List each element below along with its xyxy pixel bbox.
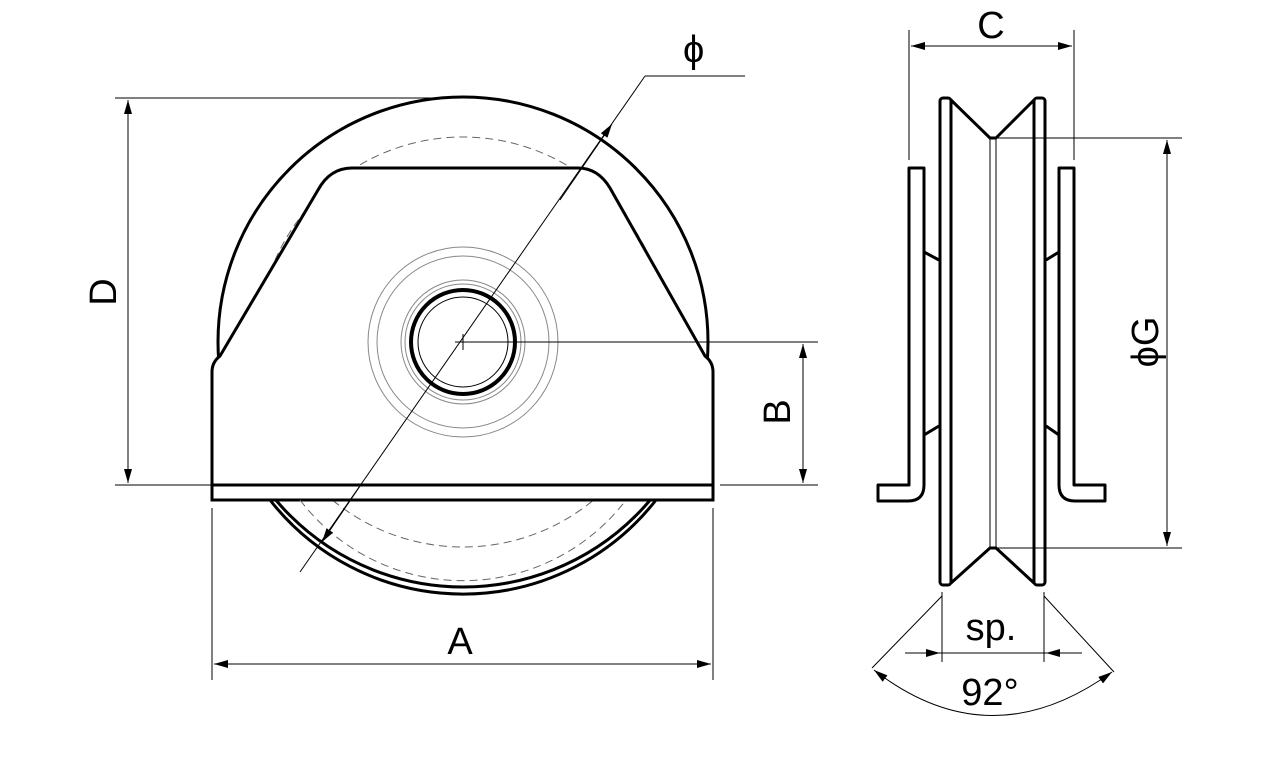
dimension-sp-label: sp. <box>966 607 1017 649</box>
left-bracket <box>876 166 926 503</box>
right-bracket <box>1057 166 1107 503</box>
diameter-label: ϕ <box>683 29 704 71</box>
dimension-G-label: ϕG <box>1125 317 1167 368</box>
dimension-A-label: A <box>447 621 473 663</box>
bracket-plate <box>210 166 715 487</box>
angle-label: 92° <box>961 672 1018 714</box>
v-groove-bottom <box>949 546 1036 585</box>
dimension-B-label: B <box>757 399 799 424</box>
v-groove-top <box>949 98 1036 140</box>
dimension-C-label: C <box>977 5 1004 47</box>
left-flange <box>938 96 953 587</box>
angle-arc <box>873 669 1113 716</box>
dimension-D-label: D <box>83 278 125 305</box>
right-flange <box>1032 96 1047 587</box>
base-plate <box>210 483 715 502</box>
front-view: ϕ D B A <box>83 29 818 680</box>
wheel-lower-arc <box>268 499 658 596</box>
side-view: C ϕG sp. 92° <box>871 5 1182 716</box>
groove-lower-dashed <box>299 499 627 582</box>
